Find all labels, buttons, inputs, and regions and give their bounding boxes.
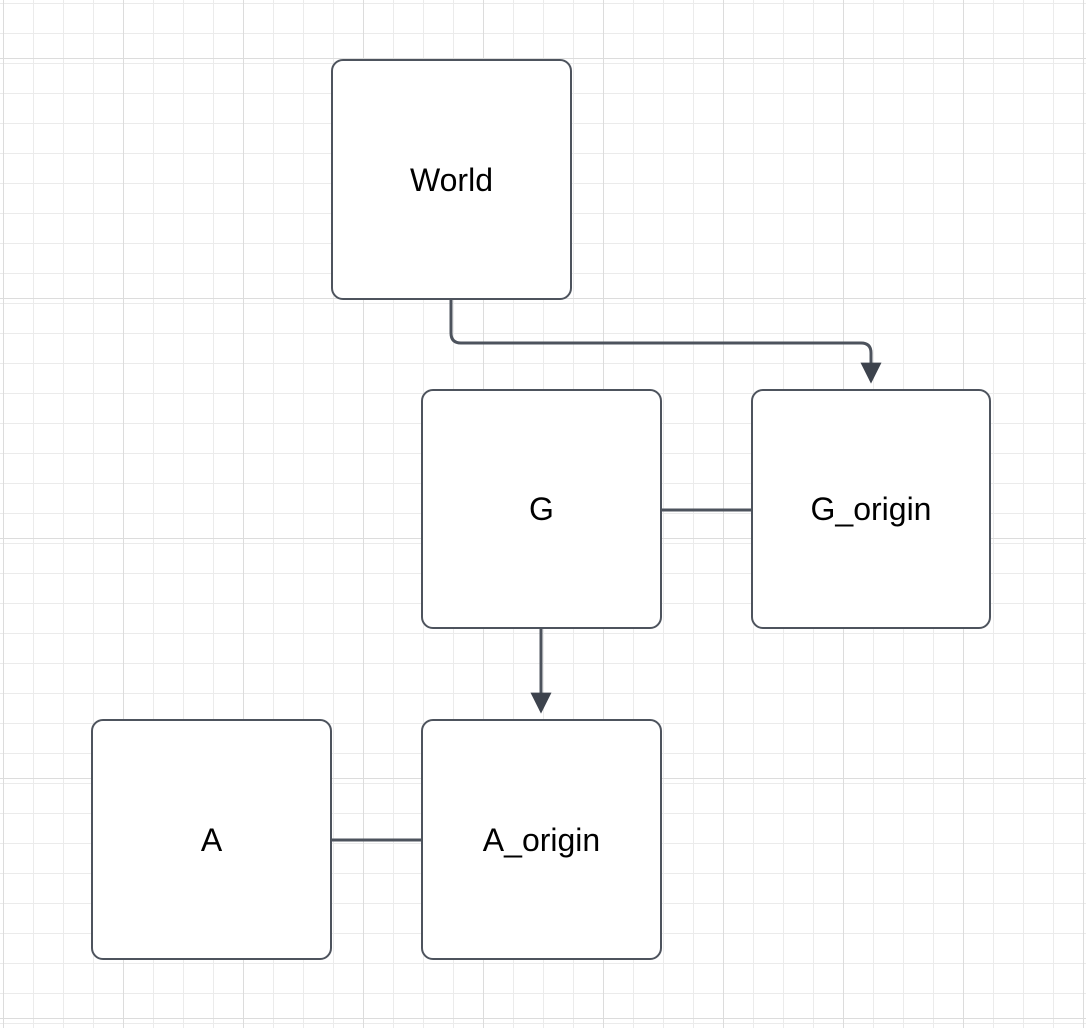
- node-a-origin[interactable]: A_origin: [421, 719, 662, 960]
- node-a-label: A: [200, 821, 223, 858]
- node-world[interactable]: World: [331, 59, 572, 300]
- edge-world-to-g-origin: [449, 300, 882, 384]
- node-world-label: World: [410, 161, 493, 198]
- node-g-origin[interactable]: G_origin: [751, 389, 991, 629]
- node-g-label: G: [529, 491, 554, 527]
- node-a-origin-label: A_origin: [482, 821, 601, 858]
- node-g[interactable]: G: [421, 389, 662, 629]
- node-a[interactable]: A: [91, 719, 332, 960]
- node-g-origin-label: G_origin: [810, 491, 932, 527]
